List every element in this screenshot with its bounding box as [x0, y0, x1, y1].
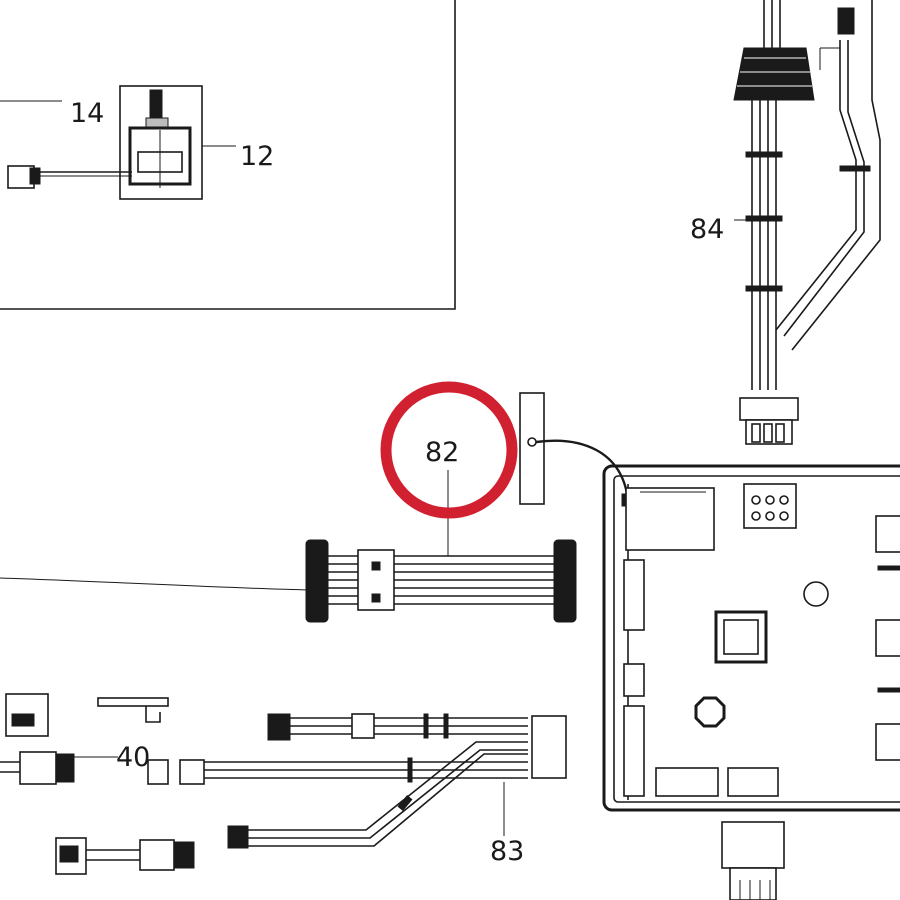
part-84-harness: 84 — [690, 0, 881, 445]
callout-12-label: 12 — [240, 141, 274, 172]
callout-82-label: 82 — [425, 437, 459, 468]
part-83-harness: 83 — [179, 713, 567, 867]
inset-panel — [0, 0, 456, 310]
highlight-ring: 82 — [380, 381, 518, 519]
part-40-assembly: 40 — [0, 693, 195, 875]
control-board — [602, 464, 900, 900]
part-82-ribbon-harness — [0, 470, 577, 623]
callout-40-label: 40 — [116, 742, 150, 773]
callout-83-label: 83 — [490, 836, 524, 867]
callout-14: 14 — [0, 98, 104, 129]
callout-84-label: 84 — [690, 214, 724, 245]
sensor-strip — [519, 392, 635, 507]
callout-14-label: 14 — [70, 98, 104, 129]
part-12-sensor: 12 — [7, 85, 274, 200]
